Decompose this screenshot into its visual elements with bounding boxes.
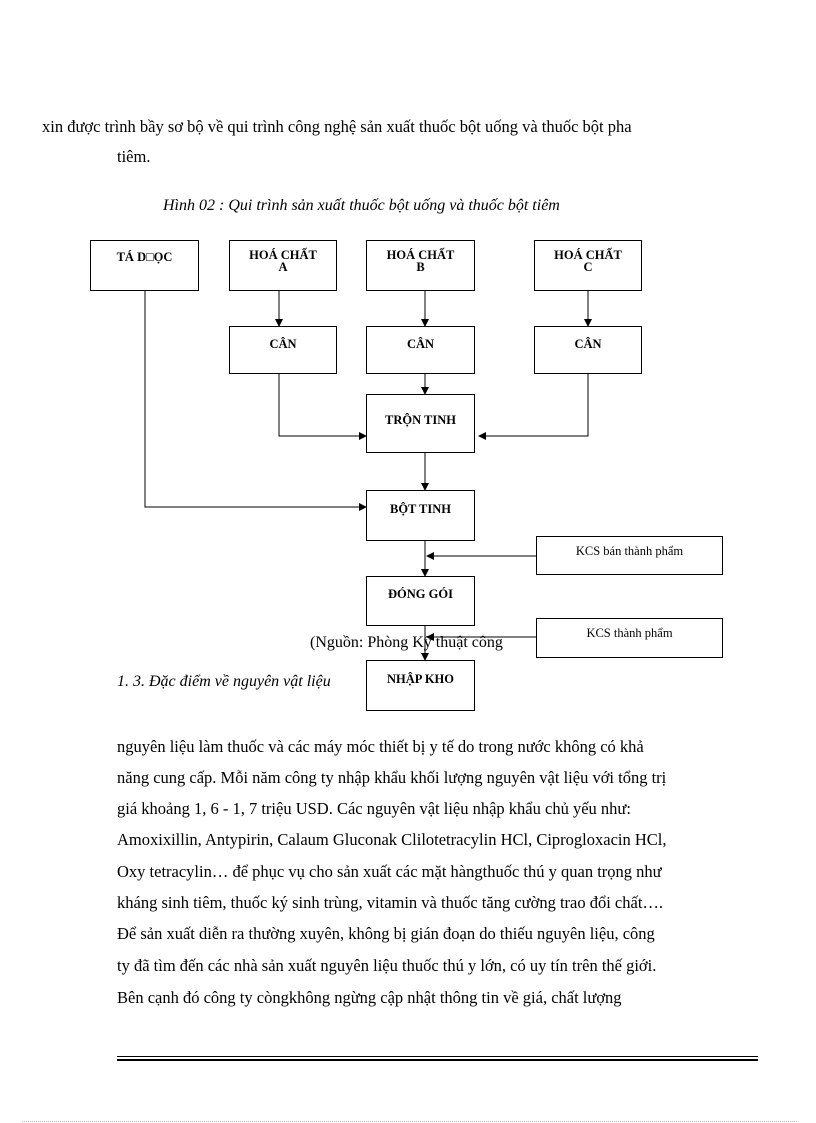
- footer-rule-bottom: [117, 1059, 758, 1061]
- box-nhap-kho-label: NHẬP KHO: [386, 672, 455, 686]
- box-can-c: CÂN: [534, 326, 642, 374]
- box-tron-tinh-label: TRỘN TINH: [385, 413, 456, 427]
- paragraph-line-7: kháng sinh tiêm, thuốc ký sinh trùng, vi…: [117, 893, 664, 912]
- box-kcs-thanh-pham: KCS thành phẩm: [536, 618, 723, 658]
- box-hoa-chat-a: HOÁ CHẤT A: [229, 240, 337, 291]
- box-bot-tinh-label: BỘT TINH: [389, 502, 452, 516]
- box-can-a: CÂN: [229, 326, 337, 374]
- paragraph-line-3: năng cung cấp. Mỗi năm công ty nhập khẩu…: [117, 768, 667, 787]
- box-ta-duoc: TÁ D□ỌC: [90, 240, 199, 291]
- box-bot-tinh: BỘT TINH: [366, 490, 475, 541]
- box-dong-goi-label: ĐÓNG GÓI: [388, 587, 453, 601]
- page-bottom-dotted-line: [22, 1121, 797, 1122]
- flow-arrows: [144, 290, 592, 661]
- arrow-cana-to-tron: [278, 373, 367, 440]
- paragraph-line-4: giá khoảng 1, 6 - 1, 7 triệu USD. Các ng…: [117, 799, 631, 818]
- arrow-canc-to-tron: [478, 373, 589, 440]
- box-hoa-chat-c: HOÁ CHẤT C: [534, 240, 642, 291]
- box-can-c-label: CÂN: [574, 337, 602, 351]
- box-hoa-chat-c-line1: HOÁ CHẤT: [554, 248, 622, 262]
- box-dong-goi: ĐÓNG GÓI: [366, 576, 475, 626]
- box-kcs-ban-thanh-pham-label: KCS bán thành phẩm: [575, 544, 684, 558]
- intro-line-1: xin được trình bầy sơ bộ về qui trình cô…: [42, 117, 632, 136]
- box-kcs-ban-thanh-pham: KCS bán thành phẩm: [536, 536, 723, 575]
- box-hoa-chat-a-line2: A: [278, 260, 288, 274]
- intro-line-2: tiêm.: [117, 147, 151, 166]
- section-heading: 1. 3. Đặc điểm về nguyên vật liệu: [117, 673, 331, 690]
- paragraph-line-5: Amoxixillin, Antypirin, Calaum Gluconak …: [117, 830, 667, 849]
- box-kcs-thanh-pham-label: KCS thành phẩm: [586, 626, 673, 640]
- box-hoa-chat-b: HOÁ CHẤT B: [366, 240, 475, 291]
- paragraph-line-10: Bên cạnh đó công ty còngkhông ngừng cập …: [117, 988, 622, 1007]
- box-can-a-label: CÂN: [269, 337, 297, 351]
- paragraph-line-8: Để sản xuất diễn ra thường xuyên, không …: [117, 924, 655, 943]
- figure-caption: Hình 02 : Qui trình sản xuất thuốc bột u…: [163, 197, 560, 214]
- box-nhap-kho: NHẬP KHO: [366, 660, 475, 711]
- paragraph-line-2: nguyên liệu làm thuốc và các máy móc thi…: [117, 737, 644, 756]
- box-tron-tinh: TRỘN TINH: [366, 394, 475, 453]
- paragraph-line-6: Oxy tetracylin… để phục vụ cho sản xuất …: [117, 862, 662, 881]
- arrow-taduoc-to-bot: [144, 290, 367, 511]
- box-ta-duoc-label: TÁ D□ỌC: [116, 250, 173, 264]
- box-can-b-label: CÂN: [406, 337, 435, 351]
- footer-rule-top: [117, 1056, 758, 1057]
- box-hoa-chat-b-line2: B: [416, 260, 425, 274]
- paragraph-line-9: ty đã tìm đến các nhà sản xuất nguyên li…: [117, 956, 657, 975]
- source-note: (Nguồn: Phòng Kỹ thuật công: [310, 634, 503, 651]
- box-can-b: CÂN: [366, 326, 475, 374]
- box-hoa-chat-b-line1: HOÁ CHẤT: [386, 248, 455, 262]
- box-hoa-chat-c-line2: C: [583, 260, 593, 274]
- box-hoa-chat-a-line1: HOÁ CHẤT: [249, 248, 317, 262]
